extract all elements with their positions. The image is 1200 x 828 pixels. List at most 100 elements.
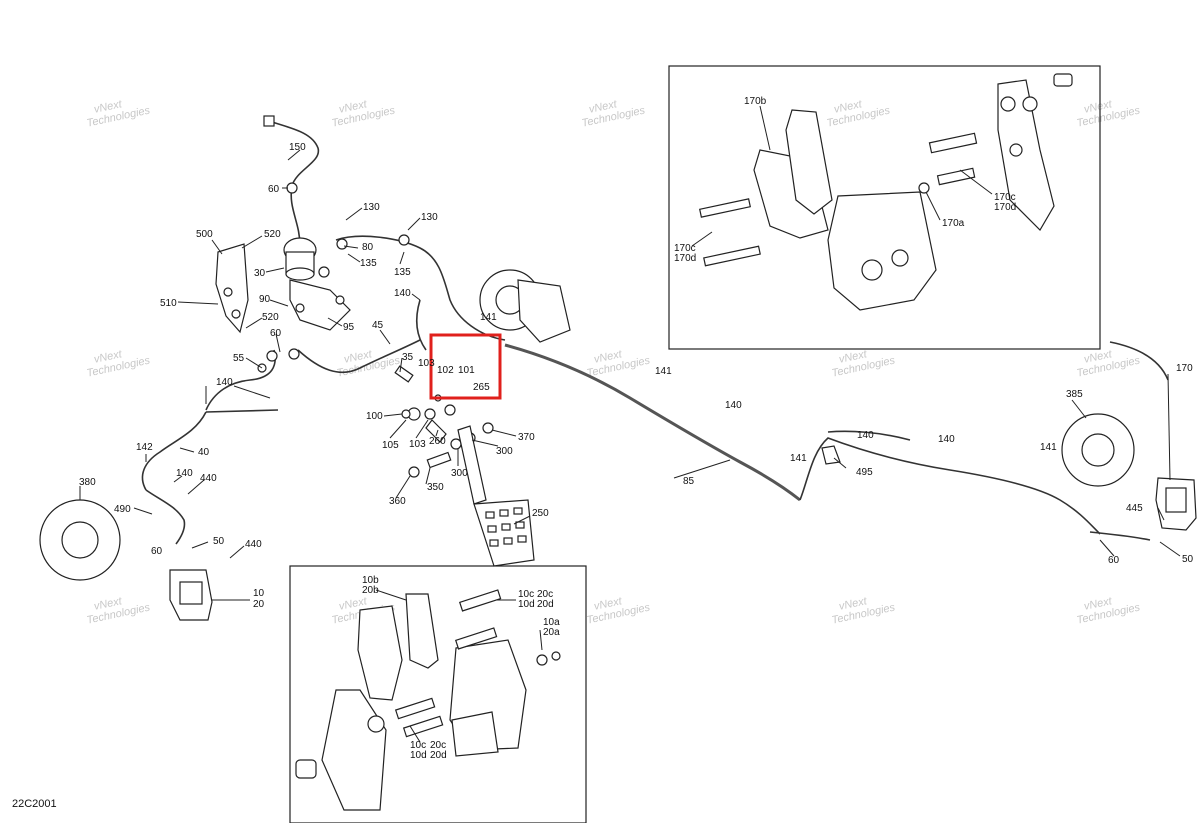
brake-disc-141 [479, 269, 571, 343]
watermark-brand: vNext [833, 98, 864, 116]
watermark-brand: vNext [343, 348, 374, 366]
callout-10c: 10c [518, 589, 534, 600]
caliper-170 [1155, 477, 1197, 531]
watermark-brand: vNext [338, 595, 369, 613]
callout-10a: 10a [543, 617, 560, 628]
callout-250: 250 [532, 508, 549, 519]
callout-141: 141 [480, 312, 497, 323]
callout-60: 60 [268, 184, 280, 195]
bracket-500 [215, 243, 249, 334]
callout-500: 500 [196, 229, 213, 240]
callout-50: 50 [213, 536, 225, 547]
callout-50: 50 [1182, 554, 1194, 565]
callout-170: 170 [1176, 363, 1193, 374]
callout-170c: 170c [994, 192, 1016, 203]
callout-35: 35 [402, 352, 414, 363]
callout-60: 60 [270, 328, 282, 339]
callout-20: 20 [253, 599, 265, 610]
watermark-brand: vNext [588, 98, 619, 116]
front-caliper-exploded [295, 589, 561, 811]
watermark-brand: vNext [1083, 595, 1114, 613]
callout-260: 260 [429, 436, 446, 447]
callout-265: 265 [473, 382, 490, 393]
callout-300: 300 [451, 468, 468, 479]
brake-lines [141, 121, 1169, 545]
watermark-brand: vNext [593, 348, 624, 366]
master-cylinder-assembly [283, 237, 351, 331]
callout-370: 370 [518, 432, 535, 443]
callout-labels: 150 60 130 130 80 135 135 30 500 520 510… [79, 96, 1194, 761]
callout-103: 103 [409, 439, 426, 450]
callout-141: 141 [1040, 442, 1057, 453]
diagram-code: 22C2001 [12, 798, 57, 810]
callout-80: 80 [362, 242, 374, 253]
callout-150: 150 [289, 142, 306, 153]
callout-10d: 10d [410, 750, 427, 761]
callout-360: 360 [389, 496, 406, 507]
callout-60: 60 [151, 546, 163, 557]
callout-140: 140 [394, 288, 411, 299]
callout-130: 130 [363, 202, 380, 213]
callout-135: 135 [360, 258, 377, 269]
callout-10: 10 [253, 588, 265, 599]
callout-490: 490 [114, 504, 131, 515]
callout-90: 90 [259, 294, 271, 305]
callout-30: 30 [254, 268, 266, 279]
watermark-brand: vNext [1083, 348, 1114, 366]
highlight-box [429, 333, 502, 400]
callout-20d: 20d [537, 599, 554, 610]
watermark-brand: vNext [93, 98, 124, 116]
callout-350: 350 [427, 482, 444, 493]
callout-95: 95 [343, 322, 355, 333]
watermark-brand: vNext [93, 595, 124, 613]
watermark-brand: vNext [838, 348, 869, 366]
callout-85: 85 [683, 476, 695, 487]
callout-103: 103 [418, 358, 435, 369]
callout-100: 100 [366, 411, 383, 422]
callout-170d: 170d [994, 202, 1016, 213]
watermark-brand: vNext [338, 98, 369, 116]
callout-300: 300 [496, 446, 513, 457]
callout-445: 445 [1126, 503, 1143, 514]
caliper-10-20 [169, 569, 213, 621]
callout-170c: 170c [674, 243, 696, 254]
callout-20c: 20c [537, 589, 553, 600]
brake-disc-385 [1061, 413, 1135, 487]
callout-141: 141 [655, 366, 672, 377]
callout-10c: 10c [410, 740, 426, 751]
rear-caliper-exploded [699, 73, 1073, 311]
watermark-brand: vNext [593, 595, 624, 613]
callout-60: 60 [1108, 555, 1120, 566]
callout-385: 385 [1066, 389, 1083, 400]
callout-20a: 20a [543, 627, 560, 638]
callout-20c: 20c [430, 740, 446, 751]
callout-520: 520 [262, 312, 279, 323]
callout-45: 45 [372, 320, 384, 331]
callout-170b: 170b [744, 96, 767, 107]
callout-141: 141 [790, 453, 807, 464]
callout-102: 102 [437, 365, 454, 376]
callout-20b: 20b [362, 585, 379, 596]
callout-130: 130 [421, 212, 438, 223]
callout-510: 510 [160, 298, 177, 309]
callout-170d: 170d [674, 253, 696, 264]
brake-disc-380 [39, 499, 121, 581]
callout-140: 140 [857, 430, 874, 441]
callout-440: 440 [200, 473, 217, 484]
watermark-brand: vNext [1083, 98, 1114, 116]
callout-140: 140 [176, 468, 193, 479]
leader-lines [79, 105, 1181, 743]
callout-55: 55 [233, 353, 245, 364]
callout-495: 495 [856, 467, 873, 478]
callout-40: 40 [198, 447, 210, 458]
callout-140: 140 [938, 434, 955, 445]
callout-20d: 20d [430, 750, 447, 761]
callout-10b: 10b [362, 575, 379, 586]
callout-135: 135 [394, 267, 411, 278]
rear-caliper-inset-box [668, 65, 1101, 350]
callout-105: 105 [382, 440, 399, 451]
callout-140: 140 [216, 377, 233, 388]
callout-520: 520 [264, 229, 281, 240]
